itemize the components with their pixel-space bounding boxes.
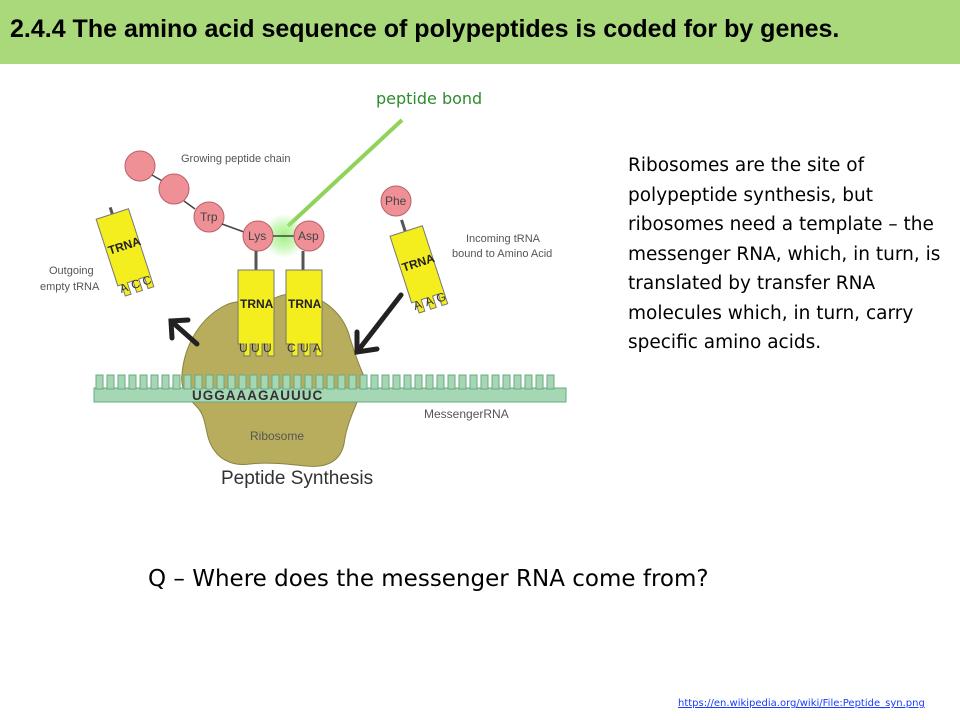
mrna-tooth (469, 374, 478, 390)
trna-lys (237, 269, 275, 357)
mrna-tooth (414, 374, 423, 390)
mrna-teeth (95, 374, 555, 390)
mrna-tooth (238, 374, 247, 390)
title-bar (0, 0, 960, 64)
trna-outgoing-anticodon-1: A (118, 280, 130, 296)
mrna-tooth (183, 374, 192, 390)
mrna-tooth (348, 374, 357, 390)
trna-outgoing (95, 208, 155, 297)
mrna-tooth (447, 374, 456, 390)
incoming-arrow-icon (354, 292, 404, 355)
outgoing-label-line1: Outgoing (49, 265, 94, 277)
mrna-tooth (249, 374, 258, 390)
mrna-strip (93, 387, 567, 403)
amino-acid-phe-label: Phe (385, 194, 407, 208)
mrna-tooth (139, 374, 148, 390)
peptide-bond-pointer (286, 118, 404, 228)
mrna-tooth (359, 374, 368, 390)
trna-asp-anticodon-1: C (287, 341, 296, 355)
mrna-tooth (95, 374, 104, 390)
peptide-synthesis-diagram: UGGAAAGAUUUC MessengerRNA Ribosome Pepti… (40, 118, 567, 489)
amino-acid-asp (293, 220, 325, 252)
explanation-text: Ribosomes are the site of polypeptide sy… (628, 155, 941, 353)
mrna-tooth (172, 374, 181, 390)
trna-incoming-anticodon-3: G (434, 289, 447, 305)
mrna-tooth (425, 374, 434, 390)
mrna-tooth (546, 374, 555, 390)
ribosome-label: Ribosome (250, 429, 304, 443)
mrna-tooth (535, 374, 544, 390)
trna-asp-anticodon-2: U (300, 341, 309, 355)
incoming-label-line2: bound to Amino Acid (452, 248, 552, 260)
mrna-tooth (524, 374, 533, 390)
mrna-tooth (128, 374, 137, 390)
amino-acid-trp-label: Trp (200, 210, 218, 224)
question-text: Q – Where does the messenger RNA come fr… (148, 566, 709, 592)
mrna-tooth (326, 374, 335, 390)
mrna-tooth (216, 374, 225, 390)
mrna-tooth (458, 374, 467, 390)
growing-chain-label: Growing peptide chain (181, 153, 290, 165)
mrna-label: MessengerRNA (424, 407, 509, 421)
peptide-bond-label: peptide bond (376, 89, 483, 108)
mrna-tooth (227, 374, 236, 390)
mrna-tooth (502, 374, 511, 390)
diagram-caption: Peptide Synthesis (221, 468, 373, 489)
chain-residue-1 (124, 150, 156, 182)
slide-title: 2.4.4 The amino acid sequence of polypep… (10, 15, 840, 43)
trna-incoming-anticodon-2: A (423, 293, 435, 309)
mrna-tooth (106, 374, 115, 390)
trna-lys-anticodon-1: U (239, 341, 248, 355)
mrna-tooth (337, 374, 346, 390)
source-link[interactable]: https://en.wikipedia.org/wiki/File:Pepti… (678, 698, 925, 709)
trna-lys-anticodon-2: U (251, 341, 260, 355)
mrna-tooth (161, 374, 170, 390)
trna-lys-label: TRNA (240, 297, 274, 311)
mrna-tooth (513, 374, 522, 390)
mrna-sequence: UGGAAAGAUUUC (192, 388, 323, 403)
mrna-tooth (271, 374, 280, 390)
outgoing-label-line2: empty tRNA (40, 281, 100, 293)
trna-incoming-anticodon-1: A (412, 297, 424, 313)
mrna-tooth (403, 374, 412, 390)
mrna-tooth (392, 374, 401, 390)
mrna-tooth (260, 374, 269, 390)
trna-asp-label: TRNA (288, 297, 322, 311)
mrna-tooth (117, 374, 126, 390)
trna-lys-anticodon-3: U (263, 341, 272, 355)
mrna-tooth (194, 374, 203, 390)
mrna-tooth (480, 374, 489, 390)
mrna-tooth (436, 374, 445, 390)
trna-outgoing-group: TRNA A C C (95, 206, 155, 297)
mrna-tooth (282, 374, 291, 390)
amino-acid-phe (380, 185, 412, 217)
mrna-tooth (491, 374, 500, 390)
mrna-tooth (370, 374, 379, 390)
amino-acid-asp-label: Asp (298, 229, 319, 243)
trna-incoming (389, 225, 449, 314)
trna-incoming-group: TRNA A A G (389, 219, 449, 314)
mrna-tooth (304, 374, 313, 390)
mrna-tooth (293, 374, 302, 390)
amino-acid-trp (193, 201, 225, 233)
amino-acid-lys-label: Lys (248, 229, 266, 243)
incoming-label-line1: Incoming tRNA (466, 233, 541, 245)
mrna-tooth (315, 374, 324, 390)
mrna-tooth (150, 374, 159, 390)
mrna-tooth (205, 374, 214, 390)
mrna-tooth (381, 374, 390, 390)
trna-asp-anticodon-3: A (313, 341, 321, 355)
trna-asp (285, 269, 323, 357)
chain-residue-2 (158, 173, 190, 205)
outgoing-arrow-icon (168, 317, 200, 347)
